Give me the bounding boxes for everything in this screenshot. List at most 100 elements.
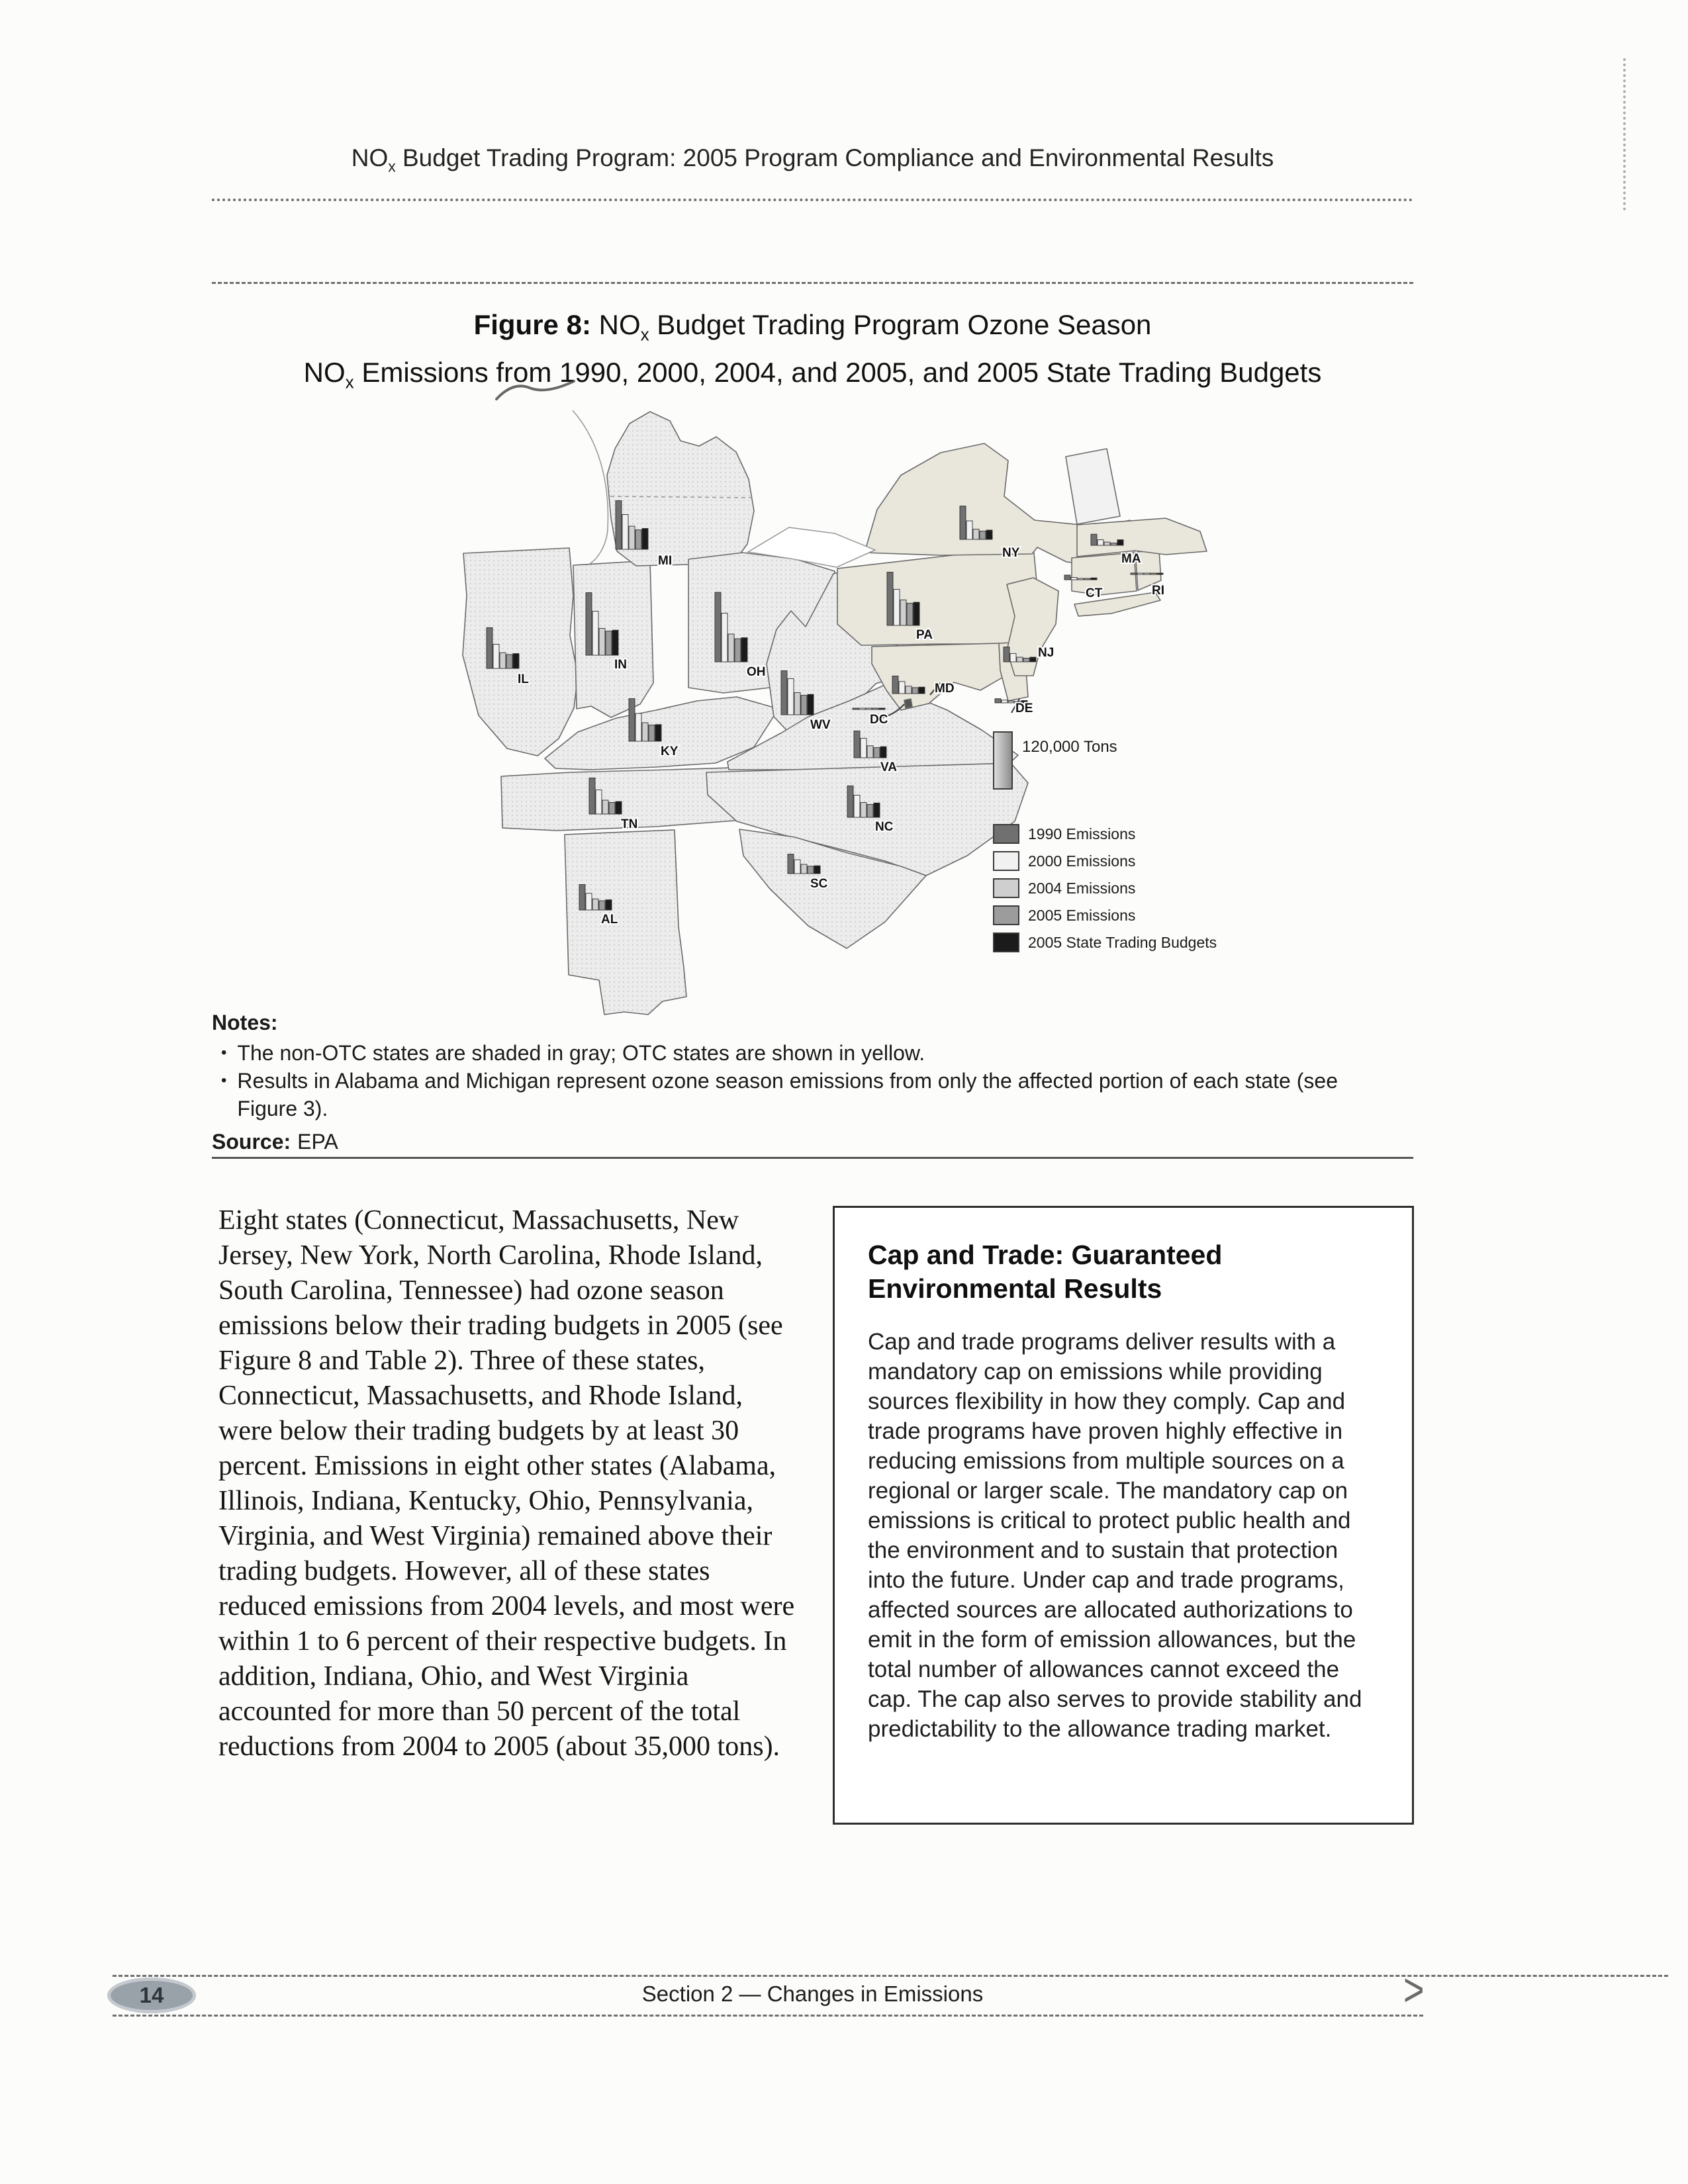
legend-scale: 120,000 Tons: [993, 731, 1231, 790]
running-header: NOx Budget Trading Program: 2005 Program…: [212, 144, 1413, 175]
michigan-affected-portion-line: [610, 496, 753, 498]
state-label-SC: SC: [810, 877, 828, 891]
body-paragraph: Eight states (Connecticut, Massachusetts…: [218, 1205, 795, 1762]
state-label-MD: MD: [935, 682, 955, 696]
emissions-bar-AL-4: [605, 899, 612, 911]
bullet-icon: •: [221, 1071, 227, 1089]
legend-label-2005: 2005 Emissions: [1028, 906, 1136, 924]
emissions-bar-MI-1: [622, 514, 629, 550]
footer-rule-bottom: [113, 2015, 1423, 2017]
legend-scale-label: 120,000 Tons: [1022, 738, 1117, 756]
state-label-DC: DC: [870, 713, 888, 727]
emissions-bar-DC-2: [865, 707, 872, 710]
header-rule: [212, 199, 1413, 201]
emissions-bar-VA-2: [867, 745, 874, 758]
emissions-bar-CT-2: [1077, 578, 1084, 580]
state-shape-NJ: [1006, 577, 1059, 676]
emissions-bar-IN-0: [585, 592, 592, 656]
state-label-MA: MA: [1121, 552, 1141, 566]
emissions-bar-KY-2: [641, 722, 649, 742]
source-row: Source:EPA: [212, 1128, 1390, 1156]
legend-label-budgets: 2005 State Trading Budgets: [1028, 933, 1217, 951]
emissions-bar-NY-3: [979, 530, 986, 540]
lake-outlines: [572, 410, 877, 568]
emissions-bar-WV-2: [794, 692, 801, 715]
legend-swatch-2000-icon: [993, 851, 1019, 871]
emissions-bar-NJ-2: [1016, 657, 1023, 662]
emissions-bar-DE-4: [1021, 700, 1028, 704]
state-label-NY: NY: [1002, 546, 1020, 560]
state-shape-MI: [606, 411, 755, 567]
emissions-bar-IL-2: [499, 652, 506, 669]
legend-item-2000: 2000 Emissions: [993, 851, 1231, 871]
emissions-bar-KY-0: [628, 698, 635, 742]
emissions-bar-VA-1: [860, 738, 867, 758]
emissions-bar-SC-3: [807, 866, 814, 874]
legend-item-2004: 2004 Emissions: [993, 878, 1231, 898]
emissions-bar-IN-3: [605, 631, 612, 656]
emissions-bar-MA-4: [1117, 539, 1124, 546]
emissions-bar-SC-4: [814, 865, 821, 874]
legend-scale-bar: [993, 731, 1013, 790]
emissions-bar-IL-3: [506, 654, 513, 669]
emissions-bar-MI-4: [641, 528, 649, 550]
emissions-bar-NJ-4: [1029, 657, 1037, 662]
emissions-bar-OH-4: [741, 637, 748, 662]
figure-bottom-rule: [212, 1157, 1413, 1159]
dc-pointer-line: [876, 704, 905, 720]
emissions-bar-PA-1: [893, 588, 900, 626]
emissions-bar-IL-0: [486, 627, 493, 669]
header-text-rest: Budget Trading Program: 2005 Program Com…: [395, 144, 1274, 171]
emissions-bar-NC-3: [867, 803, 874, 818]
legend-items: 1990 Emissions 2000 Emissions 2004 Emiss…: [993, 824, 1231, 952]
emissions-bar-DC-4: [878, 707, 886, 710]
state-shape-CT: [1071, 552, 1137, 596]
emissions-bar-WV-0: [780, 670, 788, 715]
emissions-bar-DE-2: [1008, 700, 1015, 704]
legend-item-budgets: 2005 State Trading Budgets: [993, 933, 1231, 952]
emissions-bar-NC-2: [860, 802, 867, 818]
emissions-bar-IN-2: [598, 627, 606, 656]
emissions-bar-PA-2: [900, 600, 907, 626]
state-shapes: [462, 411, 1207, 1015]
page-number-badge: 14: [107, 1978, 196, 2013]
state-shape-PA: [837, 545, 1038, 646]
legend-swatch-1990-icon: [993, 824, 1019, 844]
legend-label-2000: 2000 Emissions: [1028, 852, 1136, 870]
emissions-bar-NY-0: [959, 506, 966, 540]
legend-item-2005: 2005 Emissions: [993, 905, 1231, 925]
footer-rule-top: [113, 1975, 1668, 1977]
figure-title-sub2: x: [345, 372, 354, 392]
emissions-bar-MA-3: [1110, 543, 1117, 546]
state-shape-MA: [1076, 518, 1207, 557]
emissions-bar-IL-4: [512, 653, 520, 669]
state-shape-IL: [462, 547, 579, 756]
emissions-bar-DC-3: [872, 707, 879, 710]
emissions-bar-SC-0: [787, 854, 794, 874]
emissions-bar-RI-2: [1143, 572, 1150, 575]
emissions-bar-OH-1: [721, 613, 728, 662]
state-label-IN: IN: [614, 658, 627, 672]
state-label-PA: PA: [916, 628, 933, 642]
emissions-bar-TN-1: [595, 790, 602, 815]
emissions-bar-SC-2: [800, 864, 808, 874]
state-shape-AL: [564, 829, 687, 1015]
figure-title-no1: NO: [590, 309, 641, 340]
note-bullet-2: • Results in Alabama and Michigan repres…: [212, 1067, 1390, 1122]
emissions-bar-MD-4: [918, 686, 925, 694]
emissions-bar-IN-1: [592, 611, 599, 656]
emissions-bar-NC-0: [847, 785, 854, 818]
emissions-bar-MI-0: [615, 500, 622, 550]
state-label-KY: KY: [661, 745, 679, 758]
emissions-bar-RI-1: [1137, 572, 1144, 575]
emissions-bar-TN-4: [615, 801, 622, 815]
notes-label: Notes:: [212, 1011, 278, 1034]
map-legend: 120,000 Tons 1990 Emissions 2000 Emissio…: [993, 731, 1231, 960]
emissions-bar-MA-0: [1090, 533, 1098, 546]
figure-label: Figure 8:: [473, 309, 591, 340]
emissions-bar-CT-3: [1084, 578, 1091, 580]
emissions-bar-CT-1: [1070, 577, 1078, 580]
emissions-bar-MD-0: [892, 675, 899, 694]
emissions-bar-DC-1: [859, 707, 866, 710]
state-label-AL: AL: [601, 913, 618, 927]
